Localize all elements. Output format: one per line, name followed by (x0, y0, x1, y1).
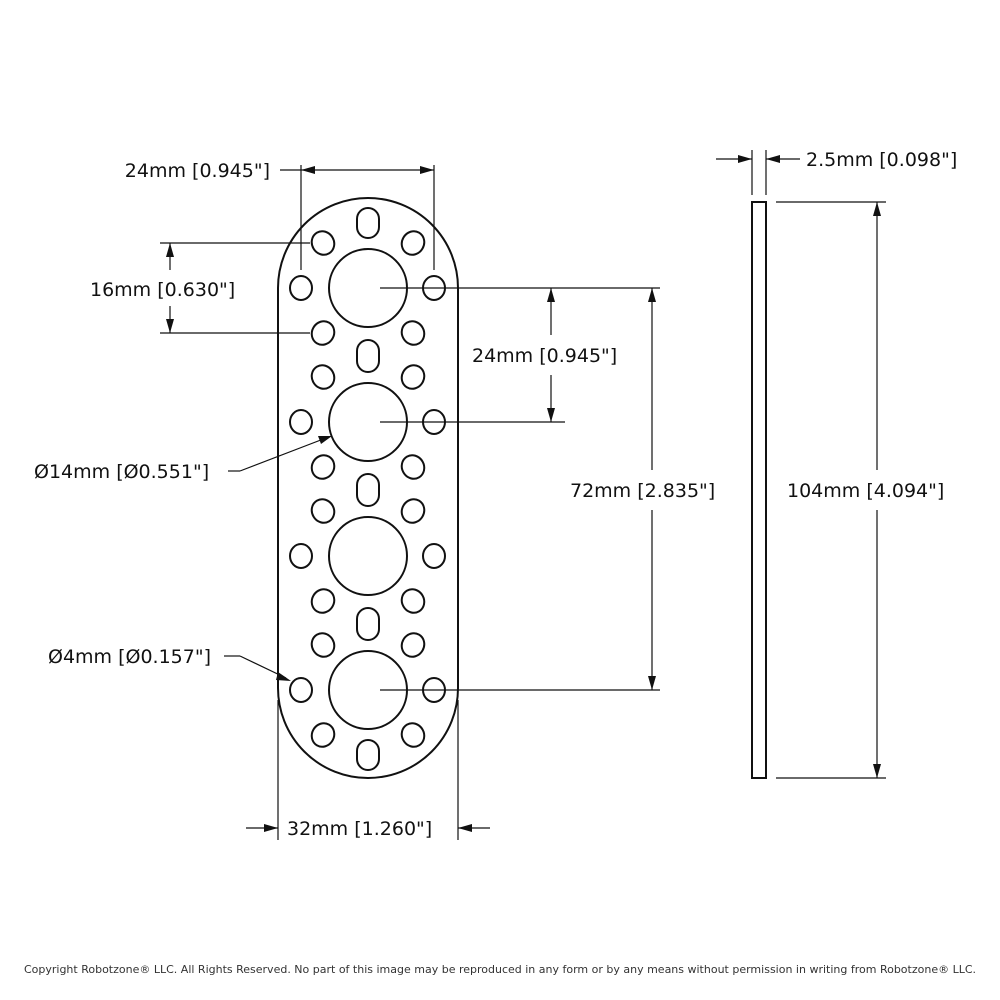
slot (356, 607, 380, 641)
small-hole (400, 230, 426, 256)
leader-large-hole-diameter: Ø14mm [Ø0.551"] (34, 436, 332, 483)
slots (356, 207, 380, 771)
small-hole (289, 275, 313, 301)
dim-label-large-hole-pitch: 24mm [0.945"] (472, 345, 617, 367)
small-hole (400, 588, 426, 614)
dim-plate-width: 32mm [1.260"] (246, 700, 490, 840)
dim-hole-spacing-vertical: 16mm [0.630"] (90, 242, 310, 334)
small-hole (400, 364, 426, 390)
small-hole (400, 722, 426, 748)
small-hole (289, 543, 313, 569)
small-hole (310, 588, 336, 614)
small-hole (310, 320, 336, 346)
dim-large-hole-pitch: 24mm [0.945"] (380, 287, 660, 423)
small-hole (422, 543, 446, 569)
small-hole (310, 498, 336, 524)
dim-label-hole-spacing-vertical: 16mm [0.630"] (90, 279, 235, 301)
small-hole (289, 409, 313, 435)
plate-side-view (751, 201, 767, 779)
small-hole (289, 677, 313, 703)
slot (356, 739, 380, 771)
small-hole (310, 632, 336, 658)
dim-large-hole-span: 72mm [2.835"] (380, 288, 715, 691)
small-hole (400, 632, 426, 658)
small-hole (310, 454, 336, 480)
leader-small-hole-diameter: Ø4mm [Ø0.157"] (48, 646, 291, 681)
dim-label-large-hole-diameter: Ø14mm [Ø0.551"] (34, 461, 209, 483)
dim-label-small-hole-diameter: Ø4mm [Ø0.157"] (48, 646, 211, 668)
small-holes (289, 230, 446, 748)
small-hole (400, 454, 426, 480)
dim-plate-thickness: 2.5mm [0.098"] (716, 149, 957, 195)
large-hole (328, 516, 408, 596)
large-holes (328, 248, 408, 730)
dim-label-plate-width: 32mm [1.260"] (287, 818, 432, 840)
small-hole (310, 364, 336, 390)
dim-hole-spacing-horizontal: 24mm [0.945"] (125, 160, 435, 270)
dim-label-plate-length: 104mm [4.094"] (787, 480, 944, 502)
slot (356, 339, 380, 373)
dim-label-plate-thickness: 2.5mm [0.098"] (806, 149, 957, 171)
small-hole (400, 320, 426, 346)
dim-plate-length: 104mm [4.094"] (776, 201, 944, 779)
dim-label-large-hole-span: 72mm [2.835"] (570, 480, 715, 502)
plate-outline (277, 197, 459, 779)
copyright-notice: Copyright Robotzone® LLC. All Rights Res… (23, 963, 977, 976)
small-hole (310, 722, 336, 748)
slot (356, 207, 380, 239)
dim-label-hole-spacing-horizontal: 24mm [0.945"] (125, 160, 270, 182)
small-hole (310, 230, 336, 256)
slot (356, 473, 380, 507)
small-hole (400, 498, 426, 524)
